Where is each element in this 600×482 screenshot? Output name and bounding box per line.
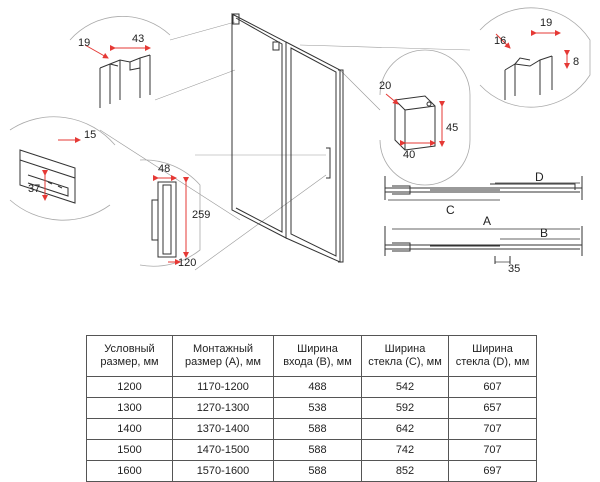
detail-top-left-dim-a: 19 [78, 37, 90, 49]
leader-lines [99, 21, 471, 271]
detail-block-dim-c: 40 [403, 149, 415, 161]
door-elevation [231, 13, 344, 263]
table-cell: 1600 [86, 460, 173, 482]
detail-top-left-dim-b: 43 [132, 33, 144, 45]
plan-view-top: D C [384, 170, 583, 217]
table-cell: 1370-1400 [172, 418, 274, 440]
plan-dim-35: 35 [508, 263, 520, 275]
table-cell: 707 [448, 439, 537, 461]
plan-label-a: A [483, 214, 491, 228]
detail-block-dim-b: 45 [446, 122, 458, 134]
table-cell: 588 [273, 460, 362, 482]
size-table: Условный размер, мм Монтажный размер (А)… [86, 335, 537, 482]
detail-mid-left-dim-a: 15 [84, 129, 96, 141]
detail-handle-dim-a: 48 [158, 163, 170, 175]
table-cell: 542 [361, 376, 449, 398]
detail-block-dim-a: 20 [379, 80, 391, 92]
detail-handle: 48 259 120 [139, 159, 210, 269]
table-cell: 1570-1600 [172, 460, 274, 482]
table-cell: 852 [361, 460, 449, 482]
detail-top-right-dim-b: 16 [494, 35, 506, 47]
table-cell: 742 [361, 439, 449, 461]
size-table-head: Условный размер, мм Монтажный размер (А)… [86, 335, 537, 377]
table-cell: 488 [273, 376, 362, 398]
plan-label-d: D [535, 170, 544, 184]
detail-handle-dim-c: 120 [178, 257, 196, 269]
detail-top-left: 19 43 [69, 15, 171, 108]
table-row: 1200 1170-1200 488 542 607 [86, 376, 537, 398]
table-cell: 657 [448, 397, 537, 419]
detail-handle-dim-b: 259 [192, 209, 210, 221]
detail-mid-left: 15 37 [9, 116, 116, 221]
header-nominal-size: Условный размер, мм [86, 335, 173, 377]
size-table-body: 1200 1170-1200 488 542 607 1300 1270-130… [86, 376, 537, 482]
plan-label-b: B [540, 226, 548, 240]
table-cell: 1200 [86, 376, 173, 398]
table-cell: 588 [273, 418, 362, 440]
table-cell: 607 [448, 376, 537, 398]
table-cell: 1300 [86, 397, 173, 419]
detail-mid-left-dim-b: 37 [28, 183, 40, 195]
table-cell: 642 [361, 418, 449, 440]
detail-block: 20 45 40 [379, 49, 471, 186]
header-mounting-size: Монтажный размер (А), мм [172, 335, 274, 377]
header-entry-width: Ширина входа (B), мм [273, 335, 362, 377]
plan-label-c: C [446, 203, 455, 217]
detail-top-right-dim-a: 19 [540, 17, 552, 29]
table-cell: 1400 [86, 418, 173, 440]
table-row: 1300 1270-1300 538 592 657 [86, 397, 537, 419]
table-cell: 707 [448, 418, 537, 440]
shower-door-drawing: 19 43 15 37 48 259 120 [9, 7, 591, 275]
detail-top-right: 19 16 8 [479, 7, 591, 108]
table-cell: 588 [273, 439, 362, 461]
table-row: 1400 1370-1400 588 642 707 [86, 418, 537, 440]
table-row: 1600 1570-1600 588 852 697 [86, 460, 537, 482]
table-cell: 592 [361, 397, 449, 419]
detail-top-right-dim-c: 8 [573, 56, 579, 68]
header-glass-width-d: Ширина стекла (D), мм [448, 335, 537, 377]
table-cell: 1470-1500 [172, 439, 274, 461]
header-glass-width-c: Ширина стекла (С), мм [361, 335, 449, 377]
table-cell: 1500 [86, 439, 173, 461]
table-cell: 538 [273, 397, 362, 419]
table-cell: 1170-1200 [172, 376, 274, 398]
table-cell: 697 [448, 460, 537, 482]
plan-view-bottom: A B 35 [384, 214, 583, 275]
table-row: 1500 1470-1500 588 742 707 [86, 439, 537, 461]
table-cell: 1270-1300 [172, 397, 274, 419]
